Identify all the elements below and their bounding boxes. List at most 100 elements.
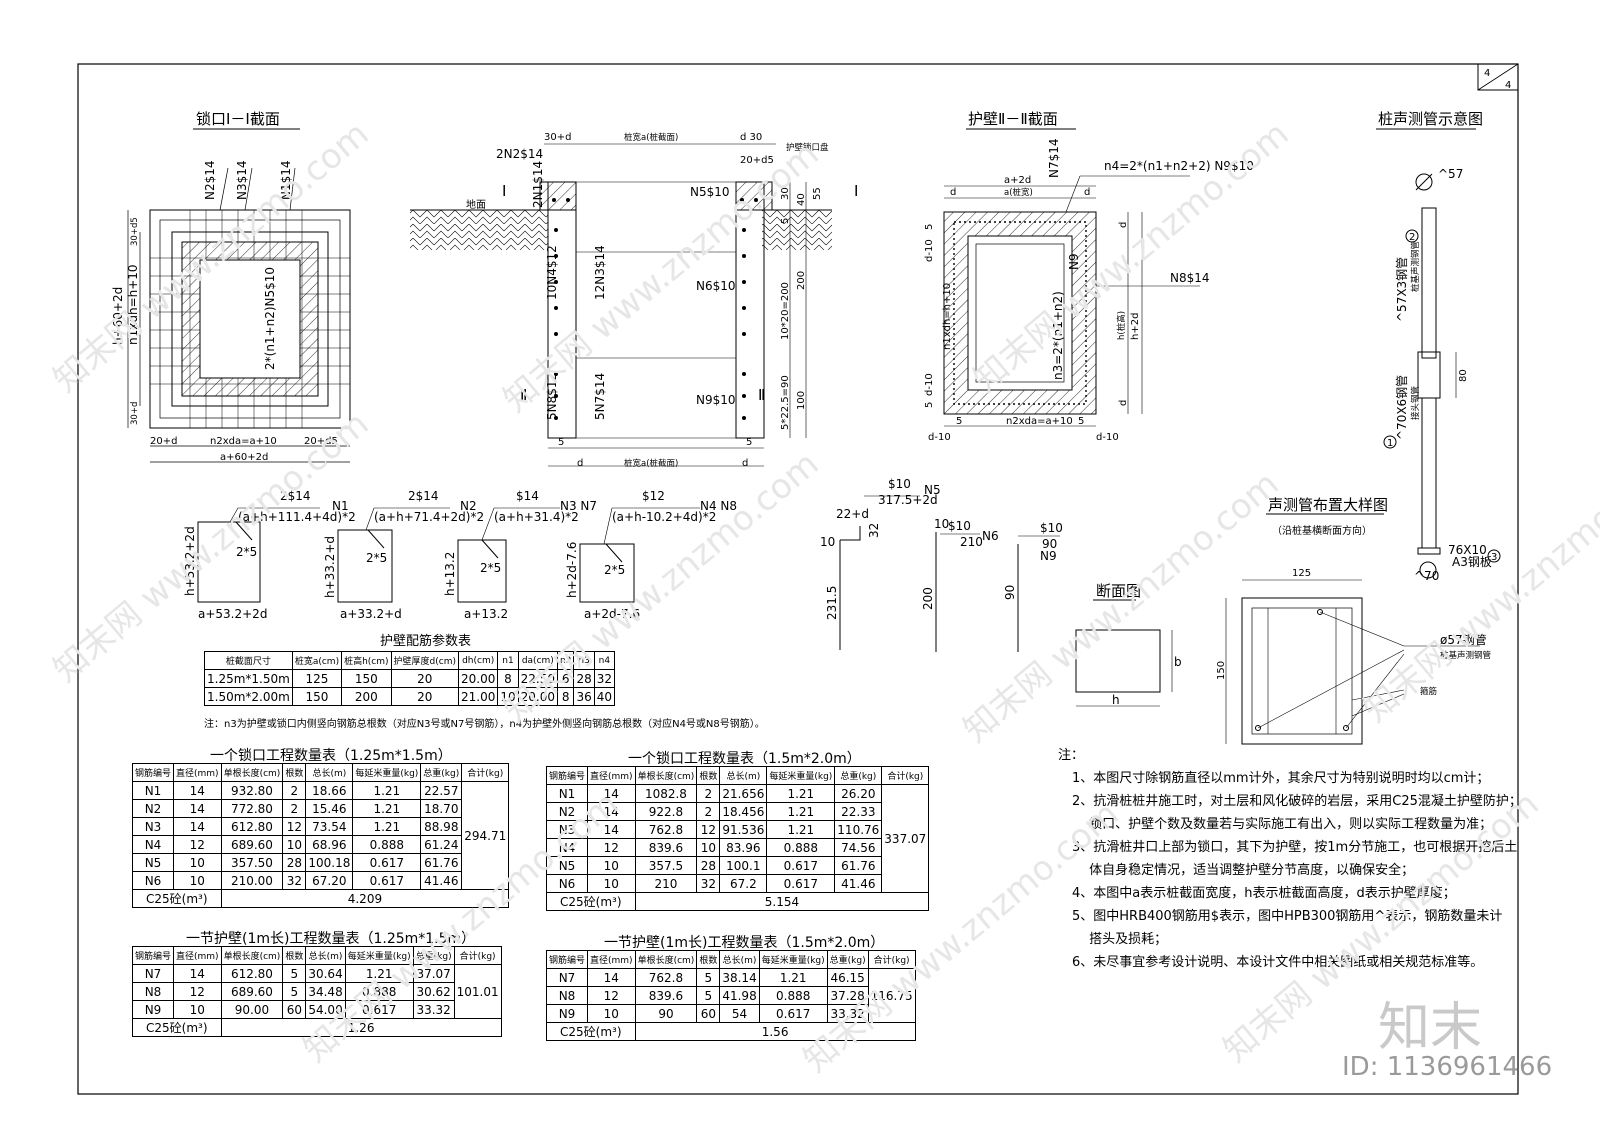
qty-header-cell: 单根长度(cm) [634,766,698,785]
table-cell: 10 [173,1000,222,1019]
svg-text:h+33.2+d: h+33.2+d [323,536,337,598]
table-cell: 100.18 [305,853,354,872]
wall-small-title: 一节护壁(1m长)工程数量表（1.25m*1.5m） [186,931,476,947]
svg-text:200: 200 [921,587,935,610]
svg-text:3: 3 [1491,552,1497,563]
dim-40: 40 [796,193,807,206]
dim-pile-width-bottom: 桩宽a(桩截面) [624,458,678,469]
table-cell: 1.21 [766,784,836,803]
qty-header-cell: 总重(kg) [420,763,463,782]
table-cell: 61.76 [420,853,463,872]
qty-header-cell: 总重(kg) [412,946,455,965]
svg-text:150: 150 [1216,661,1227,680]
table-cell: 22.50 [517,669,559,688]
svg-text:$10: $10 [948,519,971,533]
dim-d-side-top: d [1118,222,1129,228]
page-number-box [1477,63,1519,91]
table-cell: 20.00 [457,669,499,688]
image-id: ID: 1136961466 [1342,1052,1553,1082]
concrete-volume: 4.209 [220,889,510,908]
svg-text:N9: N9 [1040,549,1057,563]
label-5n8: 5N8$12 [545,373,559,420]
svg-text:2*5: 2*5 [604,563,625,577]
svg-text:^70: ^70 [1414,569,1439,583]
table-cell: 10 [587,874,636,893]
svg-text:箍筋: 箍筋 [1420,686,1437,697]
bar-shape-n4-n8: $12 N4 N8 (a+h-10.2+4d)*2 2*5 h+2d-7.6 a… [565,489,737,621]
table-cell: 1.21 [766,802,836,821]
table-cell: 90.00 [220,1000,284,1019]
table-cell: 8 [556,687,575,706]
svg-text:桩基声测钢管: 桩基声测钢管 [1440,650,1491,661]
param-header-cell: 护壁厚度d(cm) [390,651,460,670]
wall-section-drawing: 护壁Ⅱ－Ⅱ截面 n4=2*(n1+n2+2) N9$10 N7$14 a+2d … [924,110,1254,443]
table-cell: 46.15 [826,968,869,987]
table-cell: 14 [587,802,636,821]
table-cell: 2 [282,781,307,800]
table-cell: 40 [593,687,616,706]
param-header-cell: 桩高h(cm) [341,651,392,670]
table-cell: 34.48 [305,982,346,1001]
svg-text:2*5: 2*5 [480,561,501,575]
qty-header-cell: 总长(m) [305,946,346,965]
qty-header-cell: 直径(mm) [173,763,222,782]
dim-h2d: h+2d [1130,313,1141,340]
table-cell: N3 [545,820,589,839]
label-n3: N3$14 [235,160,249,200]
table-cell: N8 [131,982,175,1001]
table-cell: 28 [282,853,307,872]
qty-header-cell: 单根长度(cm) [220,946,284,965]
label-n9: N9$10 [696,393,736,407]
qty-header-cell: 直径(mm) [587,766,636,785]
dim-d30: d 30 [740,132,762,143]
svg-text:2: 2 [1409,232,1415,243]
table-cell: 67.20 [305,871,354,890]
svg-text:A3钢板: A3钢板 [1452,555,1492,569]
dim-5-lower: 5 [924,402,935,408]
table-cell: 33.32 [826,1004,869,1023]
table-cell: 0.888 [758,986,828,1005]
param-header-cell: da(cm) [517,651,559,670]
table-cell: 110.76 [834,820,883,839]
table-cell: 772.80 [220,799,284,818]
concrete-row: C25砼(m³)1.26 [132,1018,502,1037]
svg-text:90: 90 [1003,585,1017,600]
concrete-volume: 5.154 [634,892,930,911]
table-cell: 2 [282,799,307,818]
svg-text:10: 10 [820,535,835,549]
table-cell: 10 [587,856,636,875]
drawing-frame [77,63,1519,1095]
svg-text:231.5: 231.5 [825,586,839,620]
table-cell: 12 [173,835,222,854]
brand-logo: 知末 [1378,998,1483,1058]
section-mark-I-left: Ⅰ [502,182,506,200]
svg-text:22+d: 22+d [836,507,869,521]
wall-section-title: 护壁Ⅱ－Ⅱ截面 [968,110,1058,128]
page-number: 4 [1484,68,1490,79]
table-cell: 762.8 [634,968,698,987]
table-cell: 10 [587,1004,636,1023]
svg-text:h: h [1112,693,1120,707]
svg-text:$10: $10 [888,477,911,491]
dim-a60: a+60+2d [220,452,268,463]
dim-20d-left: 20+d [150,436,177,447]
bar-shape-n2: 2$14 N2 (a+h+71.4+2d)*2 2*5 h+33.2+d a+3… [323,489,484,621]
qty-header-cell: 钢筋编号 [545,766,589,785]
table-cell: N5 [131,853,175,872]
table-cell: 14 [173,799,222,818]
table-cell: 612.80 [220,964,284,983]
table-cell: 612.80 [220,817,284,836]
table-cell: 32 [696,874,721,893]
table-cell: 12 [282,817,307,836]
table-cell: 6 [556,669,575,688]
dim-30d-top: 30+d5 [130,217,140,246]
qty-header-cell: 根数 [282,946,307,965]
dim-n2xda: n2xda=a+10 [210,436,277,447]
qty-header-cell: 直径(mm) [587,950,636,969]
table-cell: 18.66 [305,781,354,800]
